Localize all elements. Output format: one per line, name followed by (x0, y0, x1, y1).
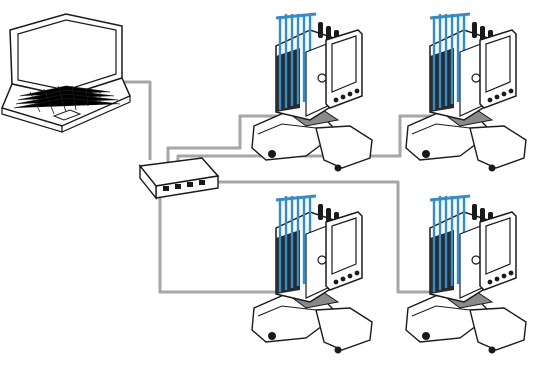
embroidery-machine-icon (252, 196, 372, 354)
embroidery-machine-icon (252, 14, 372, 172)
network-hub-icon (140, 158, 218, 198)
embroidery-machine-icon (406, 14, 526, 172)
cable-hub-machine-3 (160, 194, 290, 292)
embroidery-machine-icon (406, 196, 526, 354)
laptop-icon (2, 14, 130, 132)
